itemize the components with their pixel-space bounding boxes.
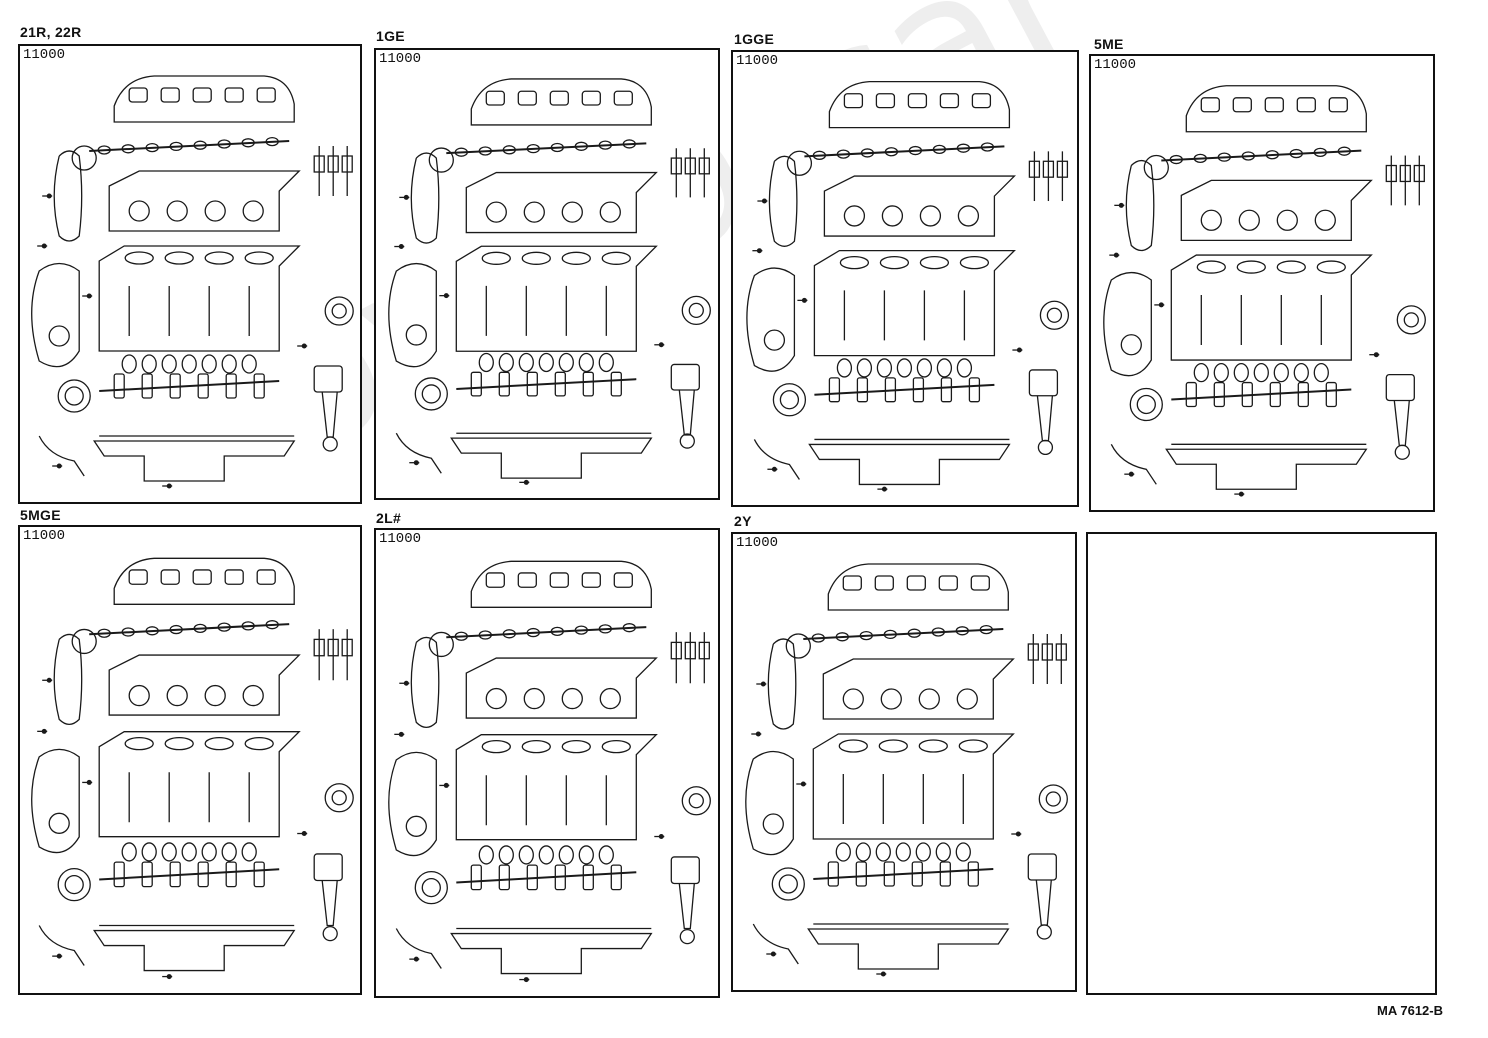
panel-2y[interactable]: 11000 [731,532,1077,992]
part-number: 11000 [23,47,66,63]
panel-5me[interactable]: 11000 [1089,54,1435,512]
part-number: 11000 [736,535,779,551]
engine-label-2l: 2L# [376,510,402,526]
part-number: 11000 [1094,57,1137,73]
engine-label-1gge: 1GGE [734,31,775,47]
panel-blank [1086,532,1437,995]
panel-1ge[interactable]: 11000 [374,48,720,500]
panel-1gge[interactable]: 11000 [731,50,1079,507]
document-reference: MA 7612-B [1377,1003,1443,1018]
exploded-engine-diagram [388,78,711,485]
part-number: 11000 [379,51,422,67]
engine-label-1ge: 1GE [376,28,405,44]
panel-2l[interactable]: 11000 [374,528,720,998]
engine-label-21r-22r: 21R, 22R [20,24,82,40]
exploded-engine-diagram [31,75,354,489]
engine-label-2y: 2Y [734,513,752,529]
panel-5mge[interactable]: 11000 [18,525,362,995]
engine-label-5me: 5ME [1094,36,1124,52]
exploded-engine-diagram [1103,85,1426,497]
panel-21r-22r[interactable]: 11000 [18,44,362,504]
exploded-engine-diagram [388,560,711,983]
part-number: 11000 [23,528,66,544]
engine-label-5mge: 5MGE [20,507,61,523]
exploded-engine-diagram [746,80,1070,492]
exploded-engine-diagram [745,563,1068,977]
part-number: 11000 [379,531,422,547]
exploded-engine-diagram [31,557,354,980]
part-number: 11000 [736,53,779,69]
